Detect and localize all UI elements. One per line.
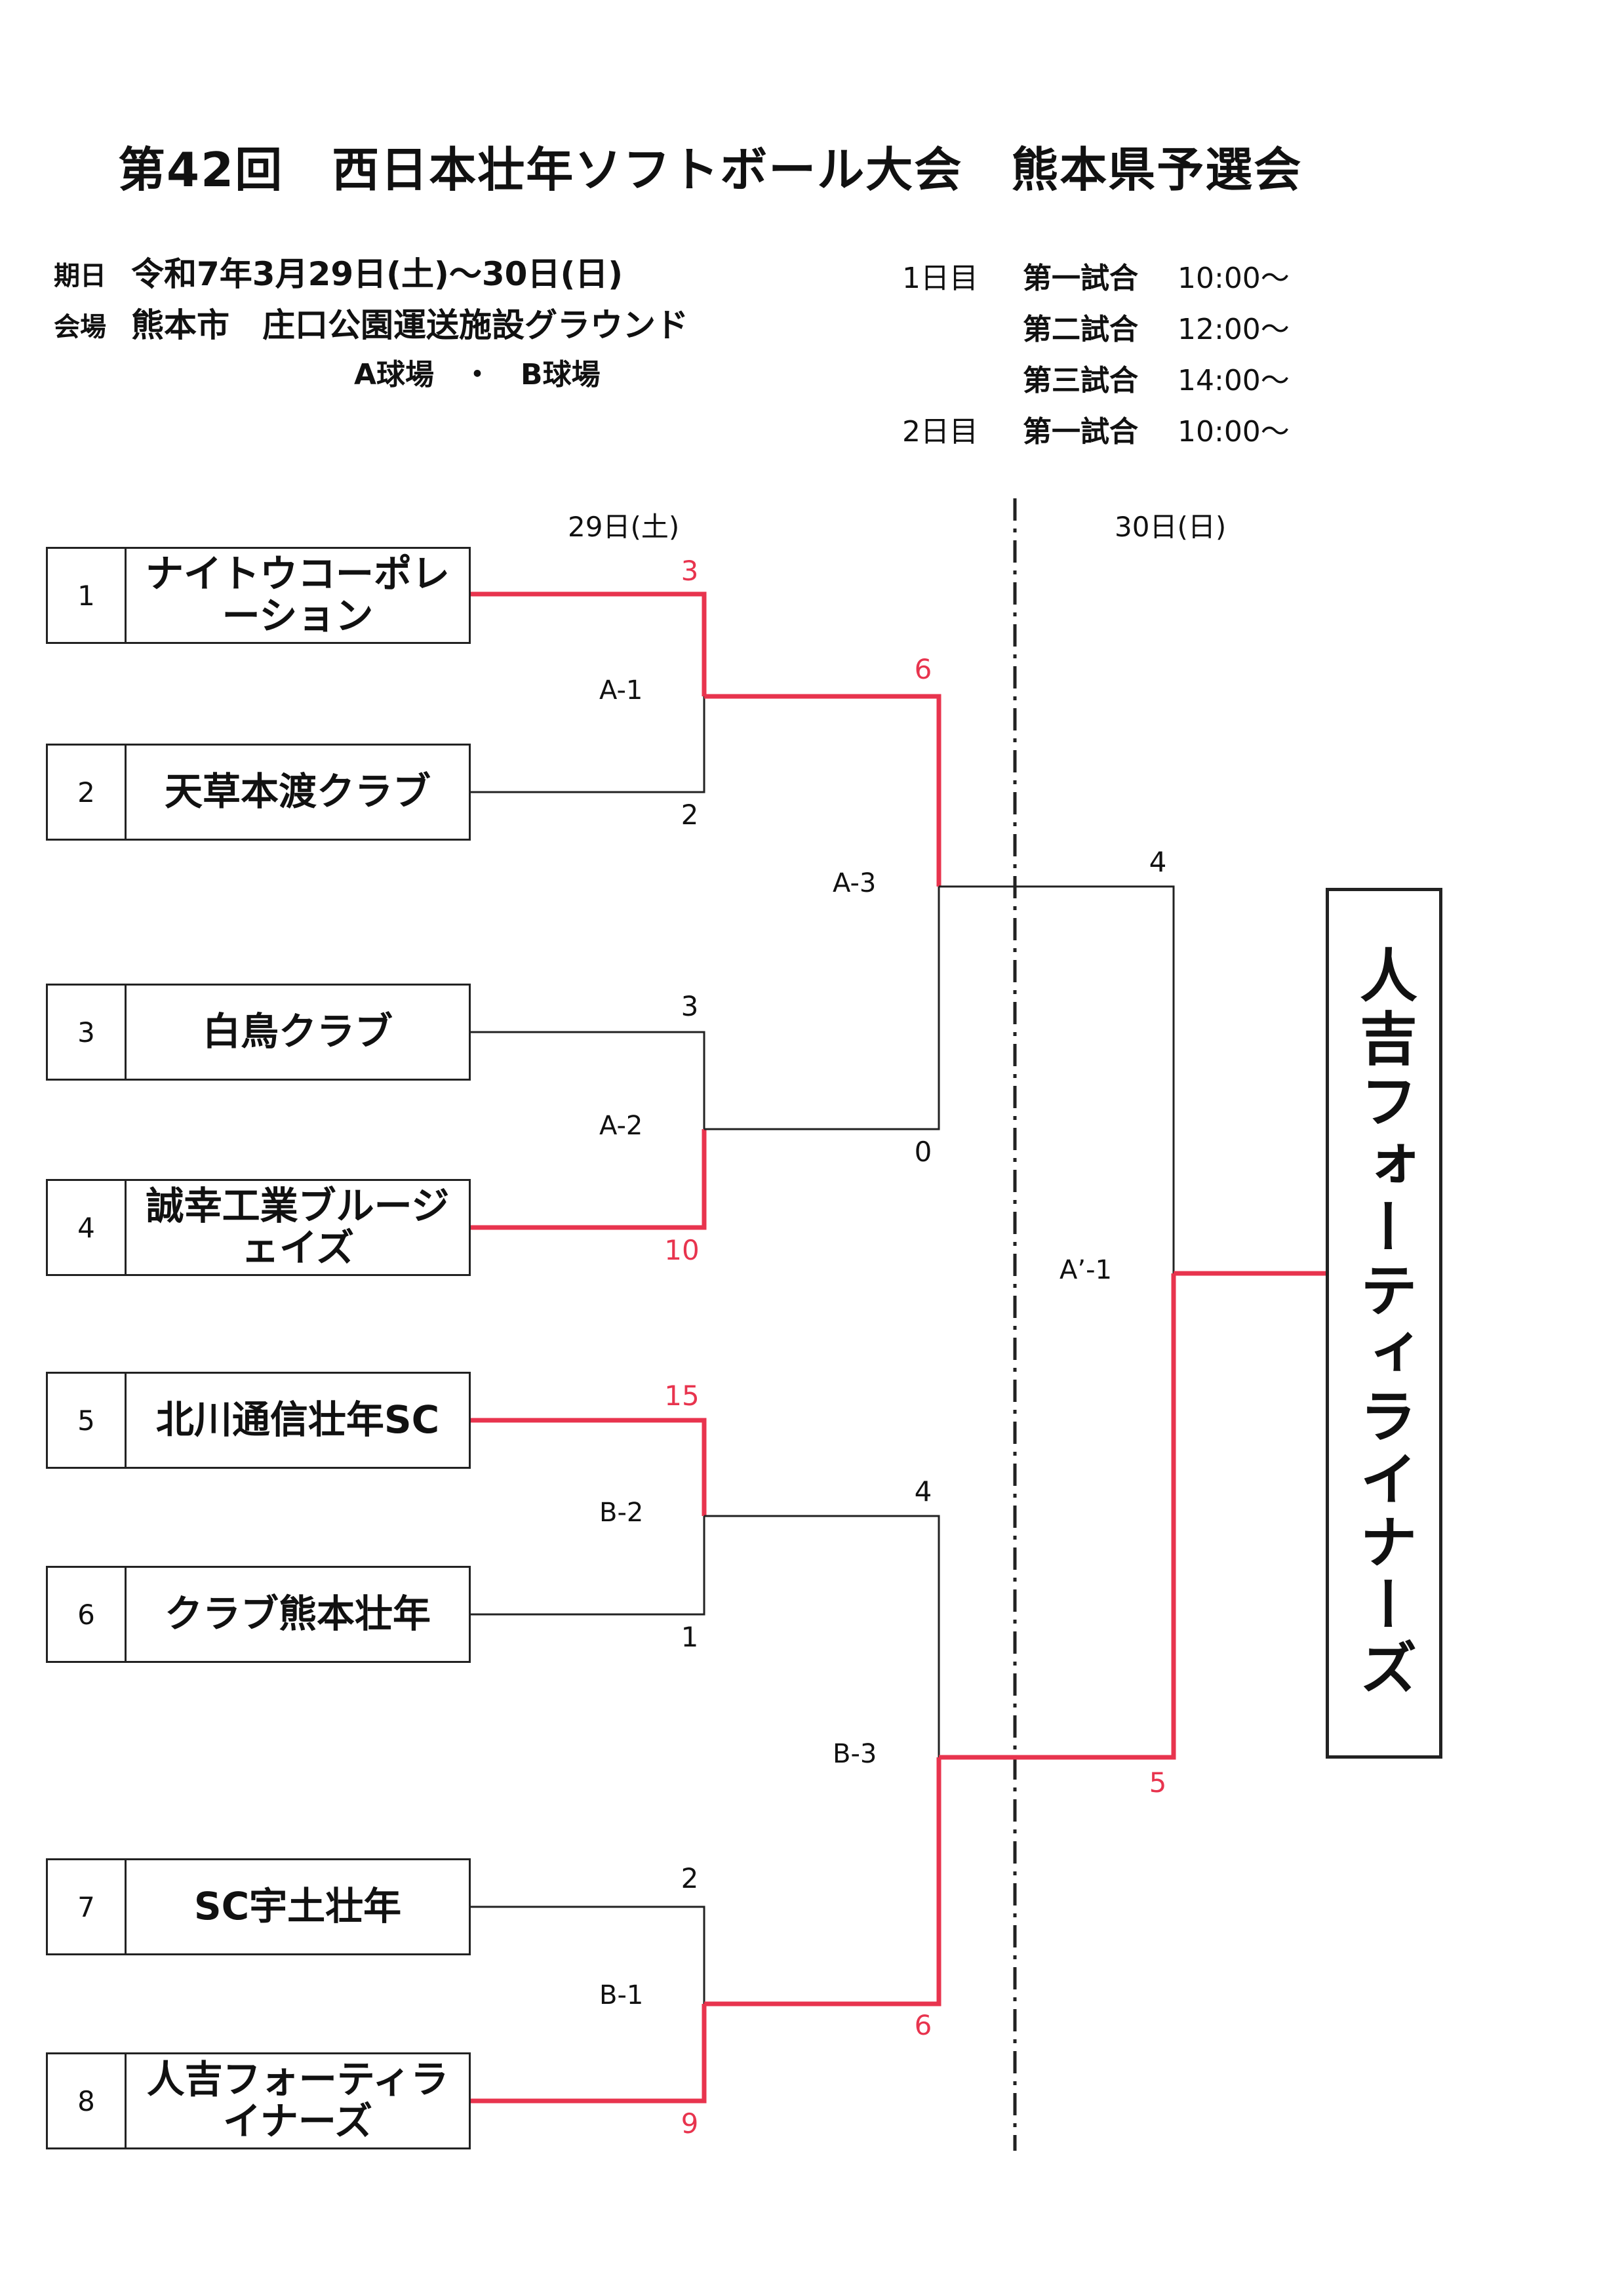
team-box: 6 クラブ熊本壮年 (46, 1566, 471, 1663)
score-b3-top: 4 (914, 1475, 932, 1507)
match-code-a3: A-3 (833, 868, 877, 898)
team-box: 7 SC宇土壮年 (46, 1858, 471, 1955)
bracket-line-b2-bottom (471, 1516, 705, 1616)
score-a1-bottom: 2 (681, 799, 699, 831)
bracket-line-a3-bottom (704, 887, 940, 1130)
team-seed: 8 (48, 2054, 127, 2147)
team-box: 4 誠幸工業ブルージェイズ (46, 1179, 471, 1276)
team-name: 誠幸工業ブルージェイズ (146, 1184, 450, 1270)
team-box: 8 人吉フォーティライナーズ (46, 2052, 471, 2149)
schedule-time: 10:00～ (1178, 415, 1290, 449)
team-seed: 3 (48, 986, 127, 1079)
team-name: ナイトウコーポレーション (145, 551, 450, 638)
score-a1-top: 3 (681, 555, 699, 587)
day2-header: 30日(日) (1115, 511, 1227, 543)
team-name: SC宇土壮年 (193, 1884, 402, 1929)
bracket-line-final-bottom (939, 1273, 1176, 1760)
bracket-line-b1-bottom (471, 2004, 707, 2104)
score-b1-top: 2 (681, 1862, 699, 1894)
day1-header: 29日(土) (568, 511, 680, 543)
team-name: 天草本渡クラブ (164, 769, 431, 814)
score-final-bottom: 5 (1149, 1766, 1167, 1799)
team-seed: 6 (48, 1568, 127, 1661)
venue-label: 会場 (54, 312, 106, 342)
team-box: 1 ナイトウコーポレーション (46, 547, 471, 644)
match-code-a2: A-2 (599, 1111, 643, 1141)
team-seed: 4 (48, 1181, 127, 1274)
match-code-b3: B-3 (833, 1739, 877, 1769)
page-title: 第42回 西日本壮年ソフトボール大会 熊本県予選会 (118, 142, 1303, 197)
champion-box: 人吉フォーティライナーズ (1326, 888, 1442, 1759)
score-b2-bottom: 1 (681, 1621, 699, 1653)
schedule-time: 14:00～ (1178, 364, 1290, 397)
schedule-game: 第三試合 (1023, 364, 1138, 397)
team-box: 2 天草本渡クラブ (46, 744, 471, 841)
match-code-b2: B-2 (599, 1498, 644, 1528)
bracket-line-final-top (939, 885, 1175, 1273)
bracket-line-a3-top (704, 694, 941, 887)
venue-value: 熊本市 庄口公園運送施設グラウンド (131, 306, 688, 344)
bracket-line-b1-top (471, 1906, 705, 2004)
schedule-time: 10:00～ (1178, 262, 1290, 295)
team-seed: 1 (48, 549, 127, 642)
schedule-game: 第一試合 (1023, 262, 1138, 295)
score-a2-top: 3 (681, 990, 699, 1022)
schedule-day: 1日目 (902, 262, 978, 295)
team-seed: 5 (48, 1374, 127, 1467)
date-label: 期日 (54, 261, 106, 291)
field-names: A球場 ・ B球場 (354, 358, 601, 391)
score-a3-bottom: 0 (914, 1136, 932, 1168)
score-b3-bottom: 6 (914, 2009, 932, 2041)
bracket-line-b3-top (704, 1515, 940, 1757)
score-a2-bottom: 10 (664, 1234, 700, 1266)
schedule-time: 12:00～ (1178, 313, 1290, 346)
schedule-game: 第一試合 (1023, 415, 1138, 449)
match-code-a1: A-1 (599, 675, 643, 706)
team-box: 5 北川通信壮年SC (46, 1372, 471, 1469)
match-code-final: A’-1 (1060, 1255, 1112, 1285)
bracket-line-b3-bottom (704, 1757, 941, 2006)
match-code-b1: B-1 (599, 1980, 644, 2010)
team-box: 3 白鳥クラブ (46, 984, 471, 1081)
champion-name: 人吉フォーティライナーズ (1350, 946, 1418, 1701)
team-name: 北川通信壮年SC (155, 1397, 440, 1443)
team-name: クラブ熊本壮年 (164, 1591, 431, 1637)
date-value: 令和7年3月29日(土)～30日(日) (131, 255, 624, 293)
bracket-line-a2-bottom (471, 1129, 707, 1230)
team-seed: 7 (48, 1860, 127, 1953)
team-name: 白鳥クラブ (202, 1009, 393, 1054)
schedule-game: 第二試合 (1023, 313, 1138, 346)
bracket-line-a2-top (471, 1031, 705, 1129)
schedule-day: 2日目 (902, 415, 978, 449)
score-b1-bottom: 9 (681, 2107, 699, 2140)
team-name: 人吉フォーティライナーズ (146, 2057, 449, 2144)
bracket-line-a1-top (471, 591, 707, 696)
bracket-line-a1-bottom (471, 696, 705, 793)
score-a3-top: 6 (914, 653, 932, 685)
score-final-top: 4 (1149, 846, 1167, 878)
team-seed: 2 (48, 746, 127, 839)
bracket-line-b2-top (471, 1418, 707, 1516)
score-b2-top: 15 (664, 1380, 700, 1412)
